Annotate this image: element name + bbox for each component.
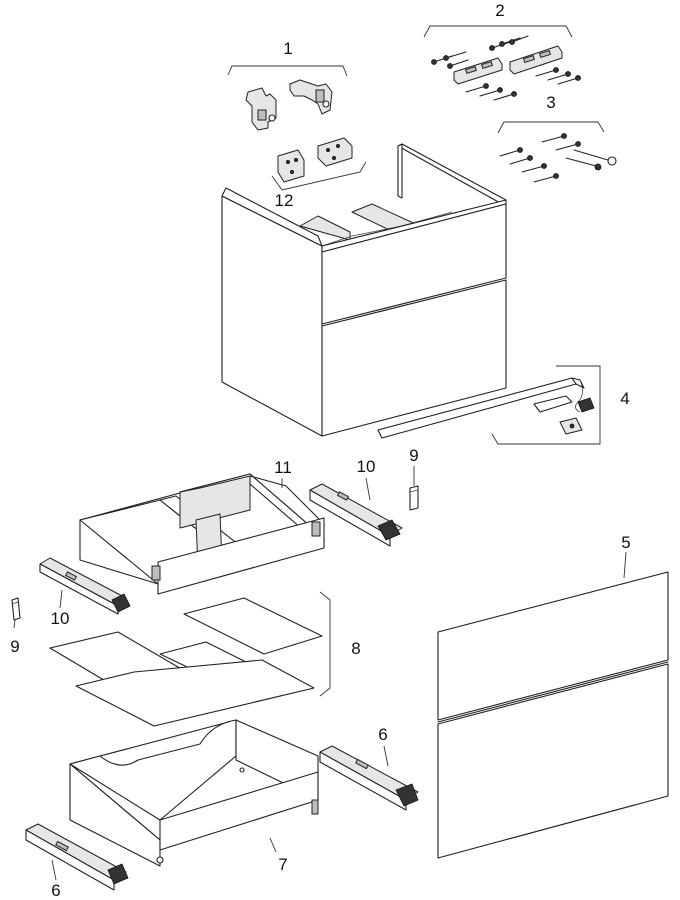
led-light-strip	[377, 365, 601, 445]
part-label-4: 4	[620, 389, 629, 408]
inner-drawer-runner-right	[309, 483, 403, 547]
part-label-11: 11	[274, 458, 292, 477]
part-numbers: 1 2 3 12 4 11 10 9 5 10 9 8 6 7 6	[10, 1, 630, 900]
end-cap-upper	[409, 485, 419, 511]
vanity-cabinet	[221, 143, 507, 437]
hanging-brackets	[227, 65, 348, 131]
part-label-1: 1	[283, 39, 292, 58]
inner-drawer-with-dividers	[79, 473, 325, 595]
drawer-runner-right	[319, 745, 419, 811]
screws-and-plugs	[497, 121, 617, 183]
angle-brackets	[271, 137, 367, 191]
large-drawer-box	[69, 719, 319, 867]
part-label-2: 2	[495, 1, 504, 20]
leader-lines	[13, 466, 627, 881]
part-label-10-upper: 10	[357, 457, 376, 476]
part-label-7: 7	[278, 855, 287, 874]
part-label-6-left: 6	[51, 881, 60, 900]
anti-slip-mats	[49, 591, 331, 727]
inner-drawer-runner-left	[39, 557, 131, 615]
part-label-9-upper: 9	[409, 446, 418, 465]
front-panels	[437, 571, 669, 859]
part-label-6-right: 6	[378, 725, 387, 744]
part-label-10-lower: 10	[51, 609, 70, 628]
end-cap-lower	[11, 597, 21, 621]
part-label-12: 12	[275, 191, 294, 210]
part-label-5: 5	[621, 533, 630, 552]
part-label-9-lower: 9	[10, 637, 19, 656]
part-label-3: 3	[546, 93, 555, 112]
wall-rails-with-screws	[423, 25, 581, 101]
drawer-runner-left	[25, 823, 129, 891]
part-label-8: 8	[351, 639, 360, 658]
